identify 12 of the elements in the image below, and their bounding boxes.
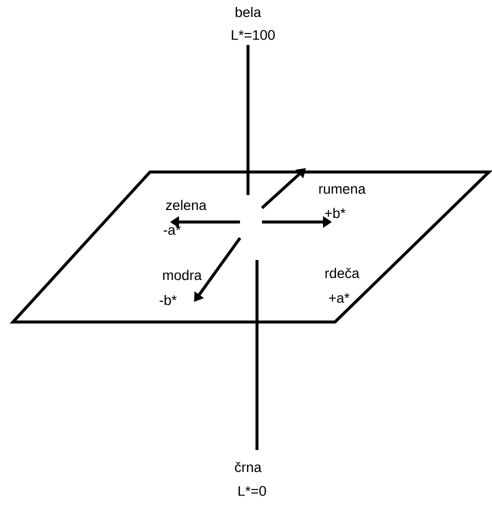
axis-label: bela (236, 6, 262, 18)
axis-label: -a* (164, 225, 181, 235)
axis-label: +a* (329, 293, 350, 303)
axis-label: -b* (160, 294, 177, 306)
axis-label: črna (235, 462, 262, 472)
axis-label: L*=100 (232, 30, 275, 40)
axis-label: rdeča (325, 268, 360, 278)
axis-label: L*=0 (238, 486, 266, 496)
axis-label: zelena (166, 200, 207, 210)
axis-label: modra (163, 270, 202, 280)
axis-label: +b* (325, 208, 346, 218)
axis-label: rumena (319, 186, 366, 194)
